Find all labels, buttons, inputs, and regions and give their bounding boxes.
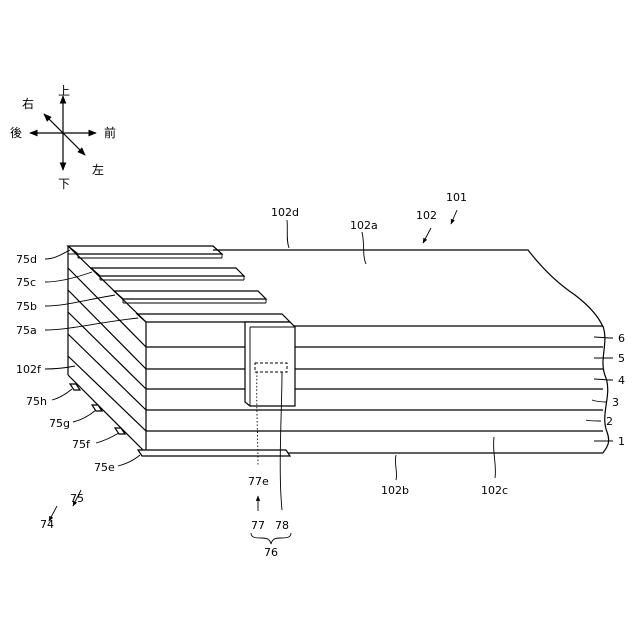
label-layer-5: 5 xyxy=(618,352,625,365)
direction-compass: 上 下 右 左 前 後 xyxy=(10,84,116,191)
leader-6 xyxy=(594,337,613,338)
leader-lines xyxy=(45,210,613,544)
label-layer-2: 2 xyxy=(606,415,613,428)
leader-102d xyxy=(287,220,289,248)
front-face-layers xyxy=(146,322,609,453)
leader-102a xyxy=(362,232,366,264)
leader-2 xyxy=(586,420,601,421)
direction-up-label: 上 xyxy=(58,84,70,98)
label-75f: 75f xyxy=(72,438,91,451)
label-75g: 75g xyxy=(49,417,70,430)
strip-75g xyxy=(92,405,102,411)
direction-back-label: 後 xyxy=(10,126,22,140)
label-101: 101 xyxy=(446,191,467,204)
strip-plates xyxy=(68,246,290,322)
arrow-101 xyxy=(451,210,457,224)
label-75a: 75a xyxy=(16,324,37,337)
label-layer-1: 1 xyxy=(618,435,625,448)
side-diag-4 xyxy=(68,312,146,389)
strip-75b xyxy=(114,291,266,299)
side-diag-5 xyxy=(68,334,146,410)
label-74: 74 xyxy=(40,518,54,531)
label-77: 77 xyxy=(251,519,265,532)
leader-4 xyxy=(594,379,613,380)
label-75h: 75h xyxy=(26,395,47,408)
label-102b: 102b xyxy=(381,484,409,497)
left-arrow xyxy=(63,133,85,155)
leader-102c xyxy=(494,437,496,478)
direction-left-label: 左 xyxy=(92,162,104,177)
leader-75h xyxy=(52,389,72,400)
leader-75e xyxy=(118,455,140,466)
label-102d: 102d xyxy=(271,206,299,219)
direction-down-label: 下 xyxy=(58,177,70,191)
leader-75d xyxy=(45,250,70,259)
leader-75g xyxy=(73,410,96,422)
arrow-102 xyxy=(423,228,431,243)
strip-75a xyxy=(137,314,290,322)
strip-75c xyxy=(91,268,244,276)
leader-75f xyxy=(96,433,119,443)
direction-front-label: 前 xyxy=(104,125,116,140)
strip-75f xyxy=(115,428,125,434)
label-75e: 75e xyxy=(94,461,115,474)
label-layer-3: 3 xyxy=(612,396,619,409)
label-75c: 75c xyxy=(16,276,36,289)
direction-right-label: 右 xyxy=(22,96,34,111)
leader-102f xyxy=(45,366,75,369)
label-102: 102 xyxy=(416,209,437,222)
right-arrow xyxy=(44,114,63,133)
side-diag-1 xyxy=(68,246,146,322)
label-75d: 75d xyxy=(16,253,37,266)
label-77e: 77e xyxy=(248,475,269,488)
label-102f: 102f xyxy=(16,363,42,376)
right-break-line xyxy=(603,326,609,453)
label-layer-6: 6 xyxy=(618,332,625,345)
leader-3 xyxy=(592,400,607,402)
left-side-face-102f xyxy=(68,246,146,453)
leader-102b xyxy=(395,455,396,480)
strip-75d xyxy=(68,246,222,254)
label-78: 78 xyxy=(275,519,289,532)
label-76: 76 xyxy=(264,546,278,559)
label-layer-4: 4 xyxy=(618,374,625,387)
label-102a: 102a xyxy=(350,219,378,232)
label-102c: 102c xyxy=(481,484,508,497)
brace-76 xyxy=(251,533,291,544)
label-75: 75 xyxy=(70,492,84,505)
label-75b: 75b xyxy=(16,300,37,313)
strip-75e xyxy=(138,450,290,456)
